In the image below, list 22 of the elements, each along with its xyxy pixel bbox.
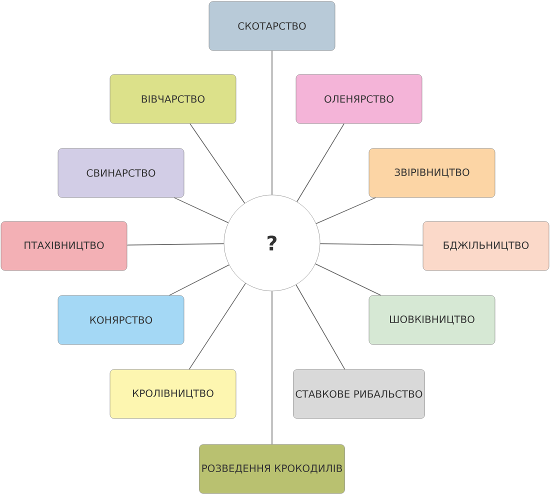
category-box: РОЗВЕДЕННЯ КРОКОДИЛІВ — [199, 444, 345, 494]
connector-line — [190, 123, 246, 204]
category-box: ПТАХІВНИЦТВО — [0, 221, 128, 271]
connector-line — [169, 264, 230, 296]
category-box: КРОЛІВНИЦТВО — [110, 369, 236, 419]
category-box: ОЛЕНЯРСТВО — [296, 74, 422, 124]
connector-line — [188, 282, 246, 370]
category-box: СВИНАРСТВО — [58, 148, 184, 198]
connector-line — [316, 197, 376, 224]
category-box: ЗВІРІВНИЦТВО — [368, 148, 496, 198]
category-box: СТАВКОВЕ РИБАЛЬСТВО — [293, 369, 425, 419]
connector-line — [296, 123, 344, 202]
category-box: ВІВЧАРСТВО — [110, 74, 236, 124]
category-box: КОНЯРСТВО — [58, 295, 184, 345]
category-box: БДЖІЛЬНИЦТВО — [422, 221, 550, 271]
connector-line — [126, 243, 224, 246]
connector-line — [315, 264, 382, 296]
connector-line — [174, 197, 229, 224]
category-box: СКОТАРСТВО — [208, 1, 336, 51]
connector-line — [320, 243, 424, 246]
connector-line — [296, 284, 346, 370]
category-box: ШОВКІВНИЦТВО — [368, 295, 496, 345]
